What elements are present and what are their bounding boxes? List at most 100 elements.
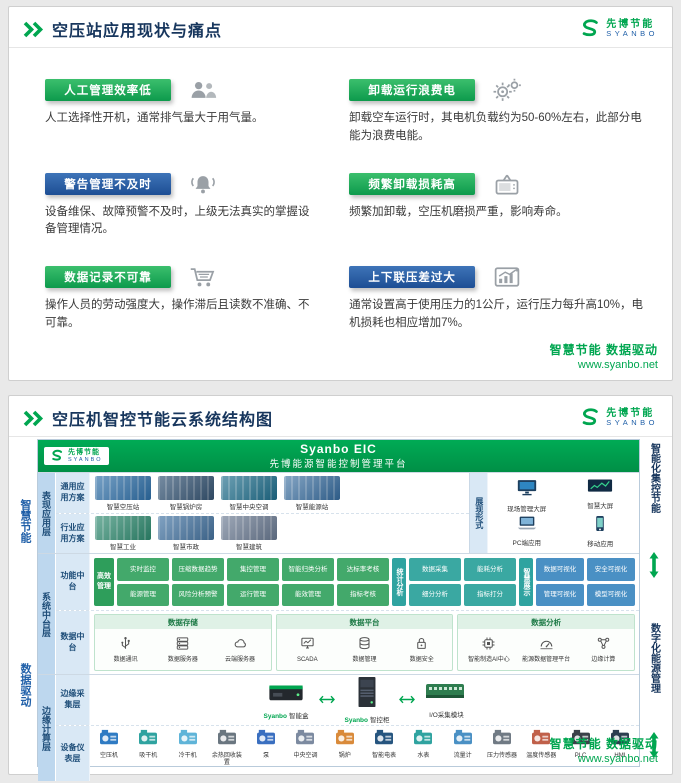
industry-solutions-row: 行业应用方案 智慧工业 智慧市政 — [56, 513, 469, 553]
data-item: 数据通讯 — [97, 636, 154, 664]
logo-en-label: SYANBO — [606, 29, 658, 39]
pain-point: 人工管理效率低 人工选择性开机，通常排气量大于用气量。 — [45, 78, 313, 146]
stat-pills: 数据采集能耗分析细分分析指标打分 — [409, 558, 516, 606]
thumbnail-image — [95, 475, 151, 500]
up-down-arrow-icon — [649, 552, 659, 583]
pain-point-badge: 警告管理不及时 — [45, 172, 171, 195]
device-item: 余热回收装置 — [210, 729, 244, 767]
function-pill: 能效管理 — [282, 583, 334, 606]
platform-subtitle: 先博能源智能控制管理平台 — [269, 459, 408, 470]
slide-pain-points: 空压站应用现状与痛点 先博节能 SYANBO 人工管理效率低 人工选择性开机，通… — [8, 6, 673, 381]
thumbnail-caption: 智慧空压站 — [106, 503, 140, 511]
pain-point-badge: 频繁卸载损耗高 — [349, 172, 476, 195]
display-caption: PC端应用 — [512, 540, 542, 547]
solution-thumbnail: 智慧锅炉房 — [157, 475, 215, 511]
syanbo-s-icon — [582, 19, 599, 37]
function-pill: 达标率考核 — [337, 558, 389, 581]
side-label-data-driven: 数据驱动 — [19, 663, 31, 707]
device-caption: 中央空调 — [293, 753, 318, 759]
function-pills: 实时监控压缩数据趋势集控管理智能归类分析达标率考核能源管理风险分析预警运行管理能… — [117, 558, 389, 606]
device-caption: 锅炉 — [338, 753, 351, 759]
thumbnail-image — [221, 475, 277, 500]
function-lead-pill: 高效管理 — [94, 558, 114, 606]
device-item: 吸干机 — [131, 729, 165, 760]
device-icon — [412, 729, 434, 752]
device-icon — [216, 729, 238, 752]
diagram-main: 先博节能 SYANBO Syanbo EIC 先博能源智能控制管理平台 表现应用… — [37, 439, 640, 781]
data-platform-row: 数据中台 数据存储 数据通讯 — [56, 610, 639, 674]
pain-point: 数据记录不可靠 操作人员的劳动强度大，操作滞后且读数不准确、不可靠。 — [45, 265, 313, 333]
pain-point-desc: 设备维保、故障预警不及时，上级无法真实的掌握设备管理情况。 — [45, 205, 310, 236]
device-icon — [570, 729, 592, 752]
stat-group-label: 统计分析 — [392, 558, 406, 606]
thumbnail-caption: 智慧中央空调 — [229, 503, 269, 511]
cloud-icon — [233, 636, 248, 656]
thumbnail-caption: 智慧市政 — [173, 544, 199, 551]
device-caption: 吸干机 — [139, 753, 158, 759]
device-caption: 空压机 — [99, 753, 118, 759]
device-caption: 水表 — [417, 753, 430, 759]
display-caption: 智慧大屏 — [587, 503, 614, 510]
logo-cn-label: 先博节能 — [606, 18, 655, 30]
data-item-caption: 数据通讯 — [113, 656, 138, 663]
thumbnail-caption: 智慧锅炉房 — [169, 503, 203, 511]
syanbo-s-icon — [582, 408, 599, 426]
platform-name: Syanbo EIC — [300, 442, 377, 456]
up-down-arrow-icon — [649, 731, 659, 763]
brand-label: Syanbo — [263, 713, 287, 720]
device-item: 空压机 — [92, 729, 126, 760]
usb-icon — [118, 636, 133, 656]
device-item: 温度传感器 — [524, 729, 558, 760]
device-icon — [373, 729, 395, 752]
footer-url: www.syanbo.net — [577, 753, 658, 766]
device-icon — [255, 729, 277, 752]
double-chevron-icon — [23, 410, 45, 427]
data-item: SCADA — [279, 636, 336, 664]
pain-point: 上下联压差过大 通常设置高于使用压力的1公斤，运行压力每升高10%，电机损耗也相… — [349, 265, 644, 333]
device-item: 智能电表 — [367, 729, 401, 760]
data-group-title: 数据存储 — [95, 615, 271, 629]
thumbnail-image — [95, 516, 151, 540]
display-item: 现场管理大屏 — [491, 478, 563, 513]
instrument-row: 设备仪表层 空压机 吸干机 — [56, 725, 639, 781]
cart-icon — [189, 265, 217, 289]
stat-pill: 数据采集 — [409, 558, 461, 581]
device-icon — [609, 729, 631, 752]
layer-label: 边缘计算层 — [38, 675, 56, 781]
function-pill: 风险分析预警 — [172, 583, 224, 606]
display-item: PC端应用 — [491, 515, 563, 548]
smart-box-icon — [266, 680, 306, 709]
ai-chip-icon — [481, 636, 496, 656]
pain-point-desc: 操作人员的劳动强度大，操作滞后且读数不准确、不可靠。 — [45, 299, 310, 330]
slide1-header: 空压站应用现状与痛点 先博节能 SYANBO — [9, 7, 672, 48]
slide-footer: 智慧节能 数据驱动 www.syanbo.net — [550, 342, 658, 373]
display-item: 移动应用 — [565, 515, 637, 548]
device-caption: 冷干机 — [178, 753, 197, 759]
control-cabinet-icon — [356, 676, 378, 713]
device-icon — [530, 729, 552, 752]
presentation-layer: 表现应用层 通用应用方案 智慧空压站 — [38, 472, 639, 553]
industry-solution-thumbnails: 智慧工业 智慧市政 智慧建筑 — [90, 514, 469, 553]
pain-point-badge: 人工管理效率低 — [45, 79, 171, 101]
function-pill: 智能归类分析 — [282, 558, 334, 581]
slide2-title: 空压机智控节能云系统结构图 — [52, 412, 274, 429]
logo-en-label: SYANBO — [606, 418, 658, 428]
io-module-icon — [425, 681, 465, 708]
pain-point-desc: 通常设置高于使用压力的1公斤，运行压力每升高10%，电机损耗也相应增加7%。 — [349, 299, 644, 330]
syanbo-logo: 先博节能 SYANBO — [579, 18, 658, 40]
edge-nodes-icon — [596, 636, 611, 656]
thumbnail-image — [158, 516, 214, 540]
show-group-label: 智慧展示 — [519, 558, 533, 606]
data-analysis-group: 数据分析 智能制造AI中心 能源数据管理平台 — [457, 614, 636, 671]
right-side-labels: 智能化集控节能 数字化能源管理 — [644, 439, 664, 767]
device-item: 水表 — [406, 729, 440, 760]
device-icon — [137, 729, 159, 752]
footer-url: www.syanbo.net — [577, 359, 658, 372]
device-caption: 余热回收装置 — [211, 753, 242, 766]
pain-point-desc: 频繁加卸载，空压机磨损严重，影响寿命。 — [349, 205, 568, 218]
device-caption: HMI — [614, 753, 626, 759]
data-item: 数据管理 — [336, 636, 393, 664]
